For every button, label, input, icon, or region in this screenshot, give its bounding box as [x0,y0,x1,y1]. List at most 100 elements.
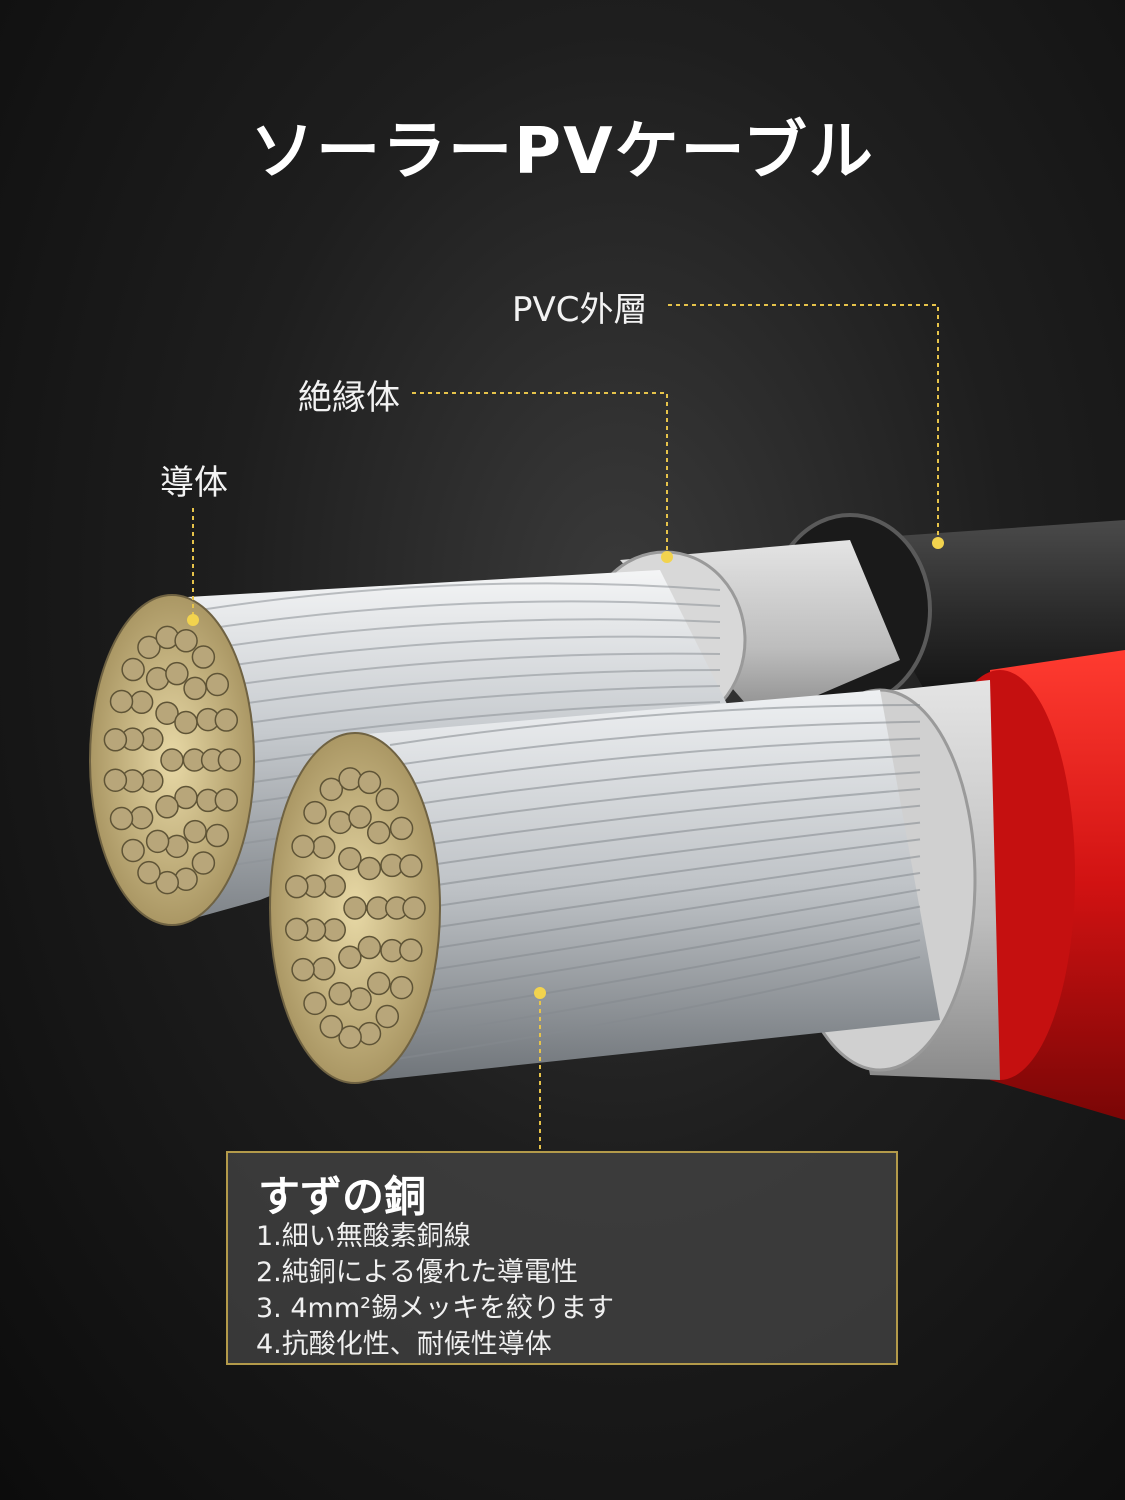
strand-end [291,957,315,982]
strand-twist-line [199,652,721,691]
strand-end [109,806,134,831]
strand-end [319,1014,344,1039]
strand-twist-line [199,600,721,631]
strand-end [322,918,346,942]
strand-twist-line [389,771,921,830]
strand-end [357,770,382,795]
strand-twist-line [199,685,721,731]
strand-end [338,945,362,970]
dot-insulation [661,551,673,563]
strand-twist-line [199,635,721,671]
strand-end [366,820,391,845]
strand-end [375,787,400,812]
strand-twist-line [389,888,921,977]
leader-line-pvc [668,304,939,543]
strand-twist-line [199,669,721,711]
strand-twist-line [389,838,921,914]
strand-end [348,987,372,1011]
strand-end [311,957,336,981]
strand-end [103,728,128,752]
strand-end [328,810,352,835]
info-item: 1.細い無酸素銅線 [256,1221,471,1252]
strand-end [214,708,239,732]
strand-end [155,870,180,895]
label-insulation: 絶縁体 [298,378,400,418]
strand-twist-line [199,582,721,611]
strand-twist-line [199,618,721,651]
strand-end [375,1004,400,1029]
conductor-lower [269,690,940,1084]
strand-twist-line [389,804,921,872]
strand-end [389,975,414,1000]
strand-twist-line [389,788,921,851]
strand-end [366,971,391,996]
strand-end [217,748,242,772]
strand-end [322,874,346,898]
strand-twist-line [389,872,921,956]
strand-end [165,661,189,686]
strand-end [155,795,179,819]
strand-end [121,838,145,863]
strand-twist-line [389,754,921,809]
strand-end [399,938,423,962]
strand-end [155,701,179,725]
dot-pvc [932,537,944,549]
strand-end [137,860,161,885]
label-conductor: 導体 [160,463,228,503]
strand-end [328,981,352,1006]
strand-end [402,896,426,920]
strand-twist-line [389,939,921,1040]
strand-end [191,851,216,875]
strand-end [160,748,184,772]
strand-end [399,854,423,878]
info-item: 4.抗酸化性、耐候性導体 [256,1329,552,1360]
strand-end [121,657,145,682]
leader-lines [192,304,939,1150]
strand-end [183,819,207,844]
strand-end [165,834,189,859]
strand-twist-line [389,956,921,1061]
strand-twist-line [389,905,921,998]
strand-end [357,856,382,881]
strand-end [174,710,198,735]
strand-end [129,805,154,830]
strand-end [303,800,327,825]
page-title: ソーラーPVケーブル [250,115,875,189]
strand-twist-line [389,737,921,788]
strand-twist-line [199,701,721,751]
dot-conductor [187,614,199,626]
strand-end [389,816,414,841]
strand-end [338,1025,362,1049]
label-outer-sheath: PVC外層 [512,290,648,330]
info-item: 3. 4mm²錫メッキを絞ります [256,1293,614,1324]
dot-tinned-copper [534,987,546,999]
strand-end [338,767,362,791]
strand-end [303,991,327,1016]
strand-end [343,896,367,920]
strand-end [285,917,309,942]
strand-end [357,1021,382,1046]
strand-end [319,777,344,802]
strand-end [129,690,154,715]
strand-twist-line [389,720,921,767]
leader-line-insulation [412,392,668,557]
info-item: 2.純銅による優れた導電性 [256,1257,578,1288]
strand-end [205,672,230,697]
strand-end [109,689,134,714]
strand-end [291,834,315,859]
strand-end [103,768,128,792]
strand-twist-line [389,922,921,1019]
strand-twist-line [389,855,921,935]
leader-dots [187,537,944,999]
strand-end [311,835,336,859]
strand-end [137,635,161,660]
strand-end [338,846,362,871]
strand-end [348,805,372,829]
info-box: すずの銅 1.細い無酸素銅線 2.純銅による優れた導電性 3. 4mm²錫メッキ… [226,1151,898,1365]
strand-end [191,645,216,669]
strand-end [145,829,170,854]
strand-twist-line [389,821,921,893]
strand-end [285,874,309,899]
info-box-title: すずの銅 [258,1172,427,1221]
info-box-list: 1.細い無酸素銅線 2.純銅による優れた導電性 3. 4mm²錫メッキを絞ります… [256,1219,614,1363]
